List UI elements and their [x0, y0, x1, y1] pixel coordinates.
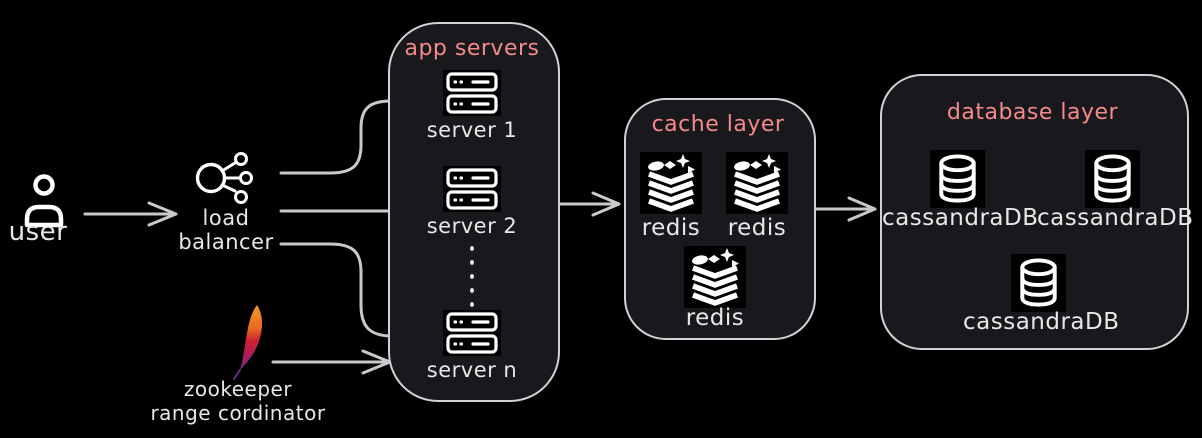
server1-label: server 1 [426, 118, 518, 142]
app-servers-title: app servers [404, 36, 540, 61]
cassandra-icon-3[interactable] [1011, 254, 1066, 312]
cassandra-label-1: cassandraDB [882, 205, 1039, 231]
user-label: user [8, 217, 68, 247]
server2-icon[interactable] [443, 166, 501, 212]
server-n-label: server n [426, 358, 518, 382]
arrow-app-servers-to-cache-layer [556, 191, 621, 217]
zookeeper-feather-icon[interactable] [230, 304, 266, 380]
server1-icon[interactable] [443, 70, 501, 116]
redis-icon-1[interactable] [640, 152, 702, 214]
arrow-zookeeper-to-app-servers [271, 349, 392, 375]
arrow-user-to-load-balancer [83, 201, 178, 227]
redis-label-3: redis [685, 305, 745, 331]
load-balancer-icon[interactable] [194, 150, 256, 206]
cassandra-label-3: cassandraDB [963, 309, 1120, 335]
redis-label-1: redis [641, 215, 701, 241]
zookeeper-label: zookeeper range cordinator [150, 377, 326, 425]
cache-layer-title: cache layer [651, 112, 785, 137]
server-n-icon[interactable] [443, 310, 501, 356]
database-layer-box[interactable] [880, 74, 1189, 350]
ellipsis-dots [470, 246, 474, 307]
redis-label-2: redis [727, 215, 787, 241]
redis-icon-3[interactable] [684, 246, 746, 308]
user-icon[interactable] [20, 174, 68, 228]
server2-label: server 2 [426, 214, 518, 238]
redis-icon-2[interactable] [726, 152, 788, 214]
cassandra-icon-2[interactable] [1085, 150, 1140, 208]
database-layer-title: database layer [946, 100, 1119, 125]
cassandra-icon-1[interactable] [930, 150, 985, 208]
arrow-cache-layer-to-database-layer [810, 196, 877, 222]
load-balancer-label: load balancer [178, 206, 274, 254]
cassandra-label-2: cassandraDB [1037, 205, 1194, 231]
